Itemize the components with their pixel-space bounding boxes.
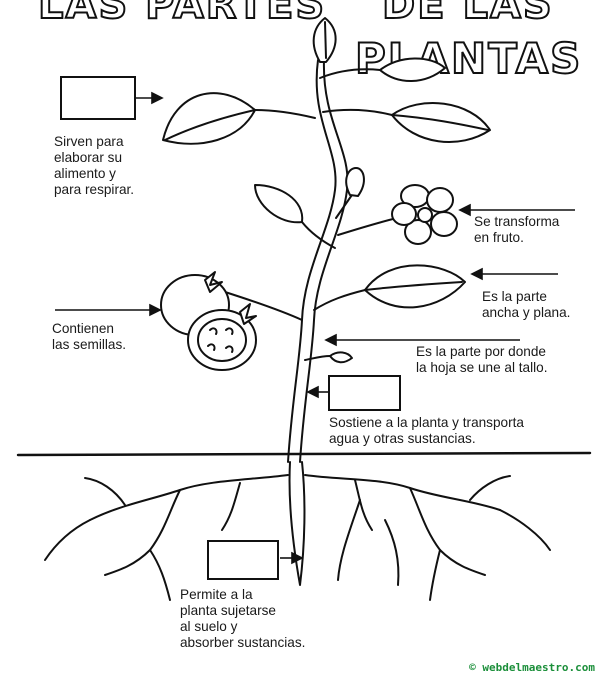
caption-leaves: Sirven para elaborar su alimento y para … [54,134,134,198]
leaf-upper-right [392,103,490,142]
leaf-top-right [380,58,445,81]
leaf-blade [365,265,465,307]
petiole [314,290,365,310]
label-box-root[interactable] [207,540,279,580]
caption-root: Permite a la planta sujetarse al suelo y… [180,587,305,651]
caption-stem: Sostiene a la planta y transporta agua y… [329,415,524,447]
label-box-stem[interactable] [328,375,401,411]
footer-credit: © webdelmaestro.com [469,661,595,674]
leaf-middle-left [255,185,302,222]
caption-blade: Es la parte ancha y plana. [482,289,570,321]
label-box-leaves[interactable] [60,76,136,120]
flower-bud [346,168,364,196]
caption-petiole: Es la parte por donde la hoja se une al … [416,344,548,376]
leaf-upper-left [163,93,255,144]
flower [392,185,457,244]
caption-flower: Se transforma en fruto. [474,214,559,246]
ground-line [18,453,590,455]
caption-fruit: Contienen las semillas. [52,321,126,353]
roots [45,462,550,600]
